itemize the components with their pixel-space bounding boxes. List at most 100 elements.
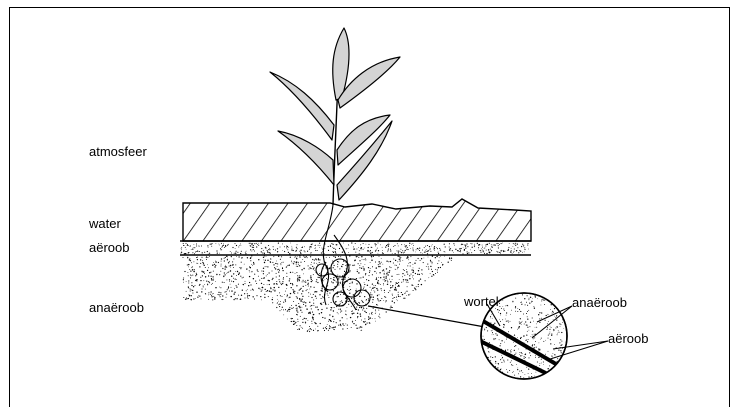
stipple-dot xyxy=(298,264,299,265)
stipple-dot xyxy=(227,257,228,258)
stipple-dot xyxy=(219,295,220,296)
stipple-dot xyxy=(291,321,292,322)
stipple-dot xyxy=(293,307,294,308)
stipple-dot xyxy=(320,303,321,304)
stipple-dot xyxy=(347,289,348,290)
stipple-dot xyxy=(549,329,550,330)
stipple-dot xyxy=(314,260,315,261)
stipple-dot xyxy=(407,286,408,287)
stipple-dot xyxy=(428,250,429,251)
stipple-dot xyxy=(381,298,382,299)
stipple-dot xyxy=(517,369,518,370)
stipple-dot xyxy=(355,252,356,253)
stipple-dot xyxy=(190,260,191,261)
plant-leaves xyxy=(270,28,400,200)
stipple-dot xyxy=(365,321,366,322)
stipple-dot xyxy=(341,300,342,301)
stipple-dot xyxy=(525,357,526,358)
stipple-dot xyxy=(390,287,391,288)
stipple-dot xyxy=(515,298,516,299)
stipple-dot xyxy=(196,243,197,244)
stipple-dot xyxy=(524,298,525,299)
stipple-dot xyxy=(216,250,217,251)
stipple-dot xyxy=(389,290,390,291)
stipple-dot xyxy=(224,247,225,248)
stipple-dot xyxy=(520,355,521,356)
stipple-dot xyxy=(495,333,496,334)
stipple-dot xyxy=(407,274,408,275)
stipple-dot xyxy=(512,372,513,373)
stipple-dot xyxy=(548,351,549,352)
stipple-dot xyxy=(363,249,364,250)
stipple-dot xyxy=(409,245,410,246)
stipple-dot xyxy=(453,252,454,253)
stipple-dot xyxy=(273,264,274,265)
stipple-dot xyxy=(383,277,384,278)
stipple-dot xyxy=(342,302,343,303)
stipple-dot xyxy=(428,257,429,258)
stipple-dot xyxy=(406,245,407,246)
stipple-dot xyxy=(368,244,369,245)
stipple-dot xyxy=(477,243,478,244)
stipple-dot xyxy=(397,300,398,301)
stipple-dot xyxy=(261,278,262,279)
stipple-dot xyxy=(193,261,194,262)
stipple-dot xyxy=(188,245,189,246)
stipple-dot xyxy=(186,281,187,282)
stipple-dot xyxy=(245,281,246,282)
stipple-dot xyxy=(197,296,198,297)
stipple-dot xyxy=(278,304,279,305)
stipple-dot xyxy=(438,252,439,253)
stipple-dot xyxy=(355,243,356,244)
stipple-dot xyxy=(488,249,489,250)
stipple-dot xyxy=(236,298,237,299)
stipple-dot xyxy=(267,252,268,253)
stipple-dot xyxy=(312,317,313,318)
stipple-dot xyxy=(484,329,485,330)
stipple-dot xyxy=(390,281,391,282)
stipple-dot xyxy=(405,245,406,246)
stipple-dot xyxy=(208,281,209,282)
stipple-dot xyxy=(305,280,306,281)
stipple-dot xyxy=(191,289,192,290)
stipple-dot xyxy=(381,262,382,263)
stipple-dot xyxy=(281,262,282,263)
stipple-dot xyxy=(193,271,194,272)
stipple-dot xyxy=(523,314,524,315)
stipple-dot xyxy=(350,317,351,318)
stipple-dot xyxy=(236,251,237,252)
stipple-dot xyxy=(480,252,481,253)
stipple-dot xyxy=(277,295,278,296)
stipple-dot xyxy=(302,307,303,308)
stipple-dot xyxy=(285,291,286,292)
stipple-dot xyxy=(238,284,239,285)
stipple-dot xyxy=(367,285,368,286)
stipple-dot xyxy=(486,327,487,328)
stipple-dot xyxy=(360,244,361,245)
stipple-dot xyxy=(514,354,515,355)
stipple-dot xyxy=(404,298,405,299)
stipple-dot xyxy=(362,259,363,260)
stipple-dot xyxy=(527,327,528,328)
stipple-dot xyxy=(552,313,553,314)
stipple-dot xyxy=(281,256,282,257)
stipple-dot xyxy=(272,297,273,298)
stipple-dot xyxy=(401,292,402,293)
stipple-dot xyxy=(396,265,397,266)
stipple-dot xyxy=(232,261,233,262)
stipple-dot xyxy=(267,284,268,285)
stipple-dot xyxy=(244,264,245,265)
stipple-dot xyxy=(333,310,334,311)
stipple-dot xyxy=(267,250,268,251)
stipple-dot xyxy=(333,321,334,322)
stipple-dot xyxy=(361,300,362,301)
stipple-dot xyxy=(403,298,404,299)
stipple-dot xyxy=(296,285,297,286)
stipple-dot xyxy=(213,262,214,263)
stipple-dot xyxy=(525,321,526,322)
stipple-dot xyxy=(426,251,427,252)
stipple-dot xyxy=(375,250,376,251)
stipple-dot xyxy=(205,289,206,290)
stipple-dot xyxy=(266,256,267,257)
stipple-dot xyxy=(334,307,335,308)
